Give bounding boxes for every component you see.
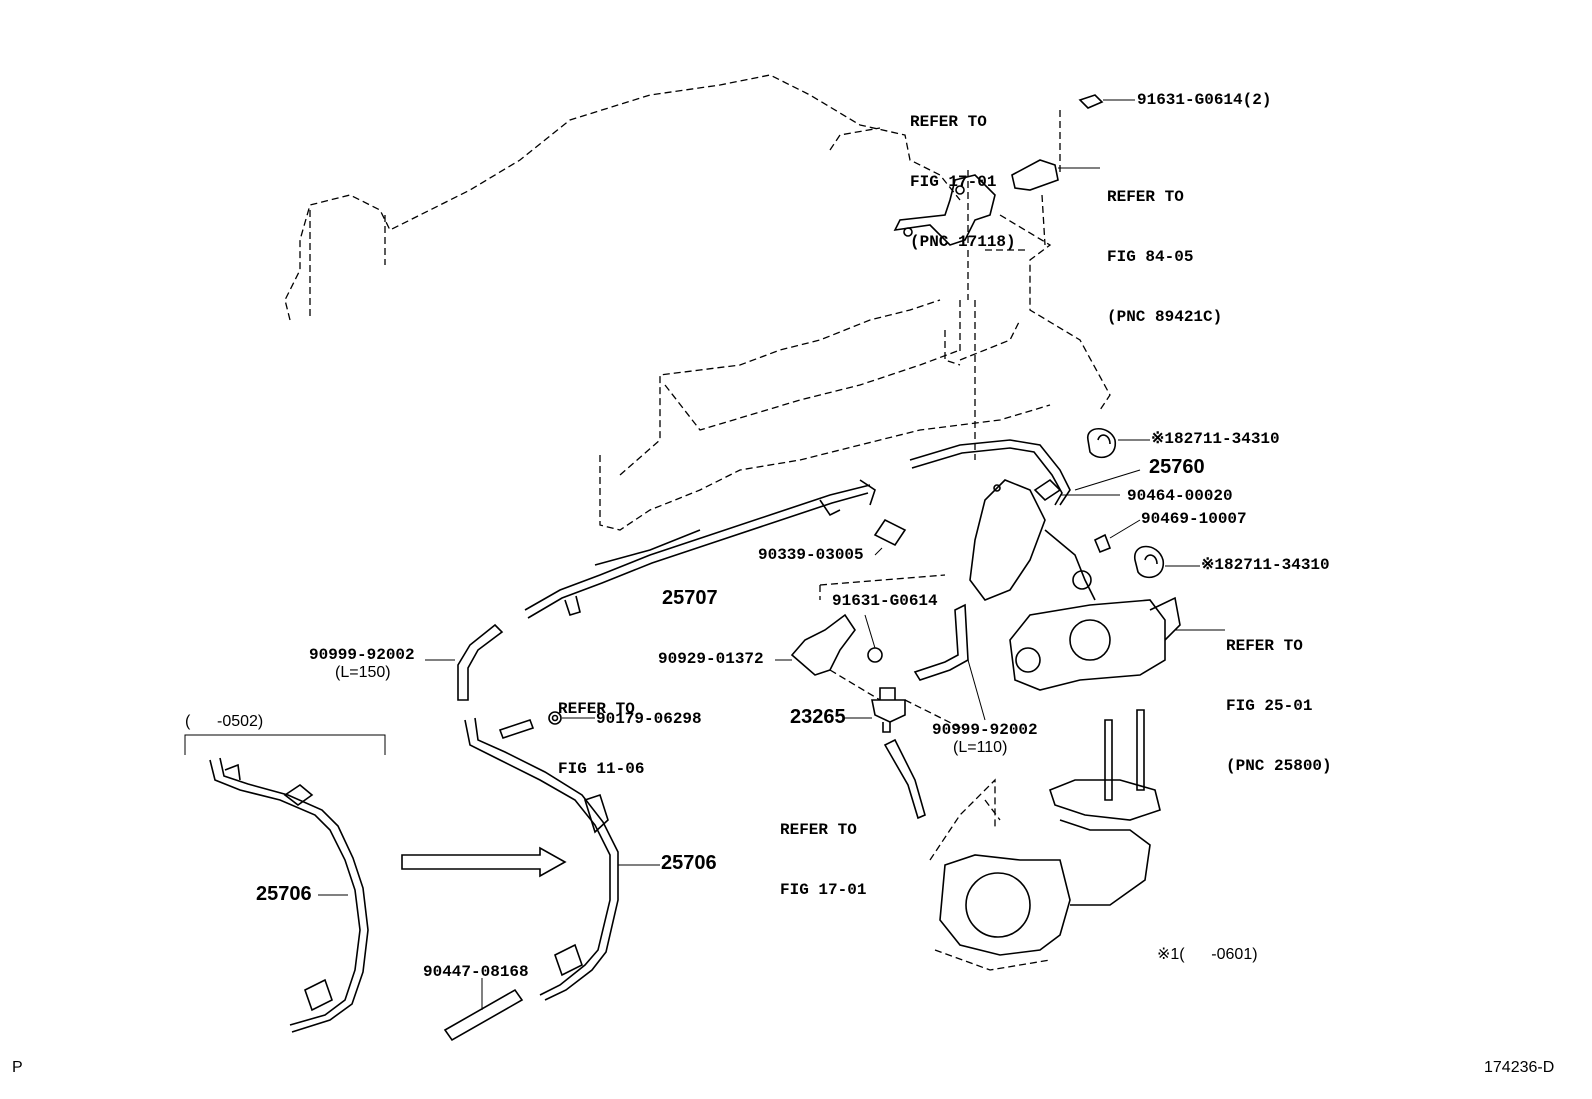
- label-90929-01372[interactable]: 90929-01372: [658, 650, 764, 668]
- refer-line: FIG 25-01: [1226, 697, 1313, 715]
- refer-fig-11-06: REFER TO FIG 11-06: [558, 659, 644, 799]
- label-90469-10007[interactable]: 90469-10007: [1141, 510, 1247, 528]
- refer-line: FIG 17-01: [780, 881, 867, 899]
- label-25707[interactable]: 25707: [662, 587, 718, 609]
- label-90464-00020[interactable]: 90464-00020: [1127, 487, 1233, 505]
- refer-fig-17-01-top: REFER TO FIG 17-01 (PNC 17118): [910, 72, 1016, 272]
- throttle-body-25800: [1009, 599, 1166, 691]
- bracket-17118: [893, 174, 996, 246]
- vsv-23265: [871, 699, 906, 723]
- hose-90339-03005: [873, 518, 907, 547]
- hose-90447-08168: [443, 988, 524, 1042]
- refer-fig-84-05: REFER TO FIG 84-05 (PNC 89421C): [1107, 147, 1222, 347]
- date-range-note: ( -0502): [185, 713, 264, 730]
- label-25706-old[interactable]: 25706: [256, 883, 312, 905]
- hose-lower: [883, 738, 926, 820]
- refer-line: (PNC 89421C): [1107, 308, 1223, 326]
- clamp-182711-top: [1087, 427, 1116, 459]
- label-25760[interactable]: 25760: [1149, 456, 1205, 478]
- transition-arrow: [401, 846, 567, 878]
- label-25706-new[interactable]: 25706: [661, 852, 717, 874]
- label-182711-34310-mid[interactable]: ※182711-34310: [1201, 556, 1330, 574]
- refer-line: REFER TO: [1226, 637, 1303, 655]
- refer-line: FIG 84-05: [1107, 248, 1194, 266]
- pipe-25760: [909, 439, 1071, 506]
- label-90339-03005[interactable]: 90339-03005: [758, 546, 864, 564]
- refer-line: FIG 11-06: [558, 760, 645, 778]
- cylinder-head-cover: [599, 404, 1051, 531]
- label-90999-92002-a[interactable]: 90999-92002: [309, 646, 415, 664]
- label-182711-34310-top[interactable]: ※182711-34310: [1151, 430, 1280, 448]
- label-90999-92002-b[interactable]: 90999-92002: [932, 721, 1038, 739]
- label-91631-g0614-2[interactable]: 91631-G0614(2): [1137, 91, 1272, 109]
- label-90179-06298[interactable]: 90179-06298: [596, 710, 702, 728]
- refer-fig-25-01: REFER TO FIG 25-01 (PNC 25800): [1226, 596, 1332, 796]
- intake-manifold: [939, 854, 1071, 956]
- refer-line: (PNC 17118): [910, 233, 1016, 251]
- label-90999-92002-a-length: (L=150): [335, 664, 391, 681]
- refer-line: REFER TO: [910, 113, 987, 131]
- refer-line: REFER TO: [1107, 188, 1184, 206]
- hose-90999-92002-150: [457, 623, 504, 701]
- bracket-90929-01372: [790, 613, 856, 676]
- refer-line: REFER TO: [780, 821, 857, 839]
- pipe-25706-new: [464, 719, 611, 996]
- footer-left-code: P: [12, 1059, 23, 1076]
- refer-line: FIG 17-01: [910, 173, 997, 191]
- engine-outline: [284, 74, 961, 321]
- refer-line: (PNC 25800): [1226, 757, 1332, 775]
- clamp-182711-mid: [1134, 545, 1164, 579]
- pipe-25706-old: [209, 759, 361, 1026]
- label-90999-92002-b-length: (L=110): [953, 739, 1008, 756]
- vsv-bracket: [969, 479, 1046, 601]
- pipe-25707: [524, 484, 871, 611]
- hose-90999-92002-110: [913, 603, 969, 681]
- sensor-89421c: [1011, 159, 1059, 191]
- bracket-date-range: [184, 734, 386, 755]
- refer-fig-17-01-bottom: REFER TO FIG 17-01: [780, 780, 866, 920]
- label-91631-g0614[interactable]: 91631-G0614: [832, 592, 938, 610]
- footer-right-code: 174236-D: [1484, 1059, 1555, 1076]
- label-90447-08168[interactable]: 90447-08168: [423, 963, 529, 981]
- refer-line: REFER TO: [558, 700, 635, 718]
- label-23265[interactable]: 23265: [790, 706, 846, 728]
- footnote: ※1( -0601): [1157, 946, 1258, 963]
